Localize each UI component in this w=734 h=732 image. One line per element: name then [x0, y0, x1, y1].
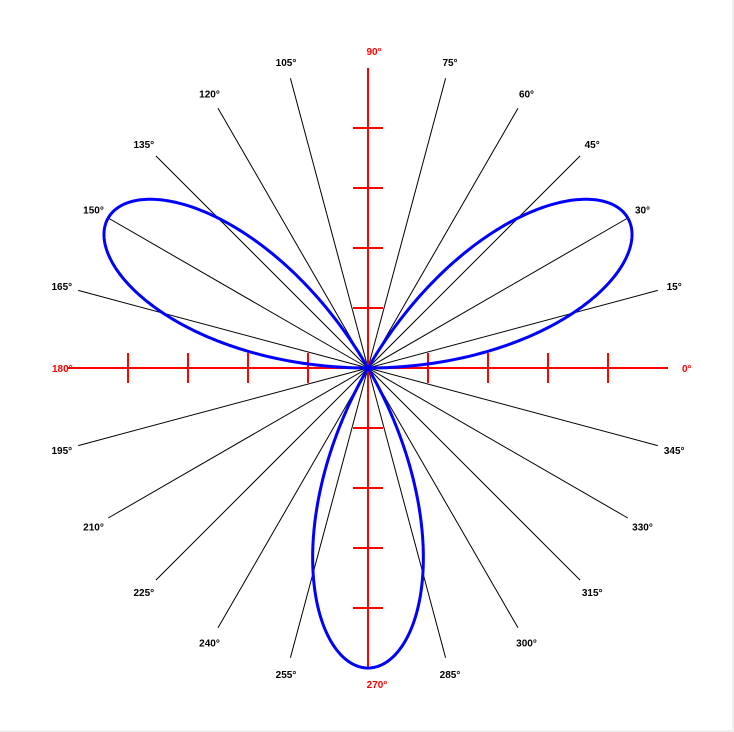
spoke-45: [367, 155, 581, 369]
spoke-105: [289, 78, 369, 369]
spoke-120: [217, 107, 369, 369]
spoke-330: [367, 367, 629, 519]
spoke-15: [367, 289, 658, 369]
spoke-60: [367, 107, 519, 369]
angle-label-240: 240°: [199, 639, 220, 650]
angle-label-60: 60°: [519, 90, 534, 101]
angle-label-30: 30°: [635, 206, 650, 217]
spoke-150: [107, 217, 369, 369]
spoke-285: [367, 367, 447, 658]
angle-label-285: 285°: [440, 670, 461, 681]
frame-right-edge: [732, 0, 734, 732]
spoke-75: [367, 78, 447, 369]
spoke-210: [107, 367, 369, 519]
spoke-30: [367, 217, 629, 369]
angle-label-345: 345°: [664, 446, 685, 457]
frame-bottom-edge: [0, 730, 734, 732]
angle-label-330: 330°: [632, 523, 653, 534]
spoke-165: [78, 289, 369, 369]
angle-label-210: 210°: [83, 523, 104, 534]
angle-label-270: 270°: [367, 680, 388, 691]
angle-label-180: 180°: [52, 364, 73, 375]
spoke-345: [367, 367, 658, 447]
angle-label-135: 135°: [133, 140, 154, 151]
angle-label-255: 255°: [276, 670, 297, 681]
angle-label-225: 225°: [133, 588, 154, 599]
angle-label-120: 120°: [199, 90, 220, 101]
angle-label-165: 165°: [51, 282, 72, 293]
axis-ticks: [127, 127, 609, 609]
radial-grid-lines: [78, 78, 658, 658]
angle-label-300: 300°: [516, 639, 537, 650]
angle-label-195: 195°: [51, 446, 72, 457]
angle-label-150: 150°: [83, 206, 104, 217]
angle-label-0: 0°: [682, 364, 692, 375]
spoke-135: [155, 155, 369, 369]
angle-label-90: 90°: [366, 47, 381, 58]
spoke-195: [78, 367, 369, 447]
spoke-300: [367, 367, 519, 629]
spoke-255: [289, 367, 369, 658]
angle-label-315: 315°: [582, 588, 603, 599]
rose-curve: [102, 197, 634, 670]
spoke-315: [367, 367, 581, 581]
angle-label-75: 75°: [442, 58, 457, 69]
angle-labels: 0° 15° 30° 45° 60° 75° 90° 105° 120° 135° 150° 165°…: [51, 47, 691, 691]
curve-series: [102, 197, 634, 670]
angle-label-45: 45°: [585, 140, 600, 151]
spoke-225: [155, 367, 369, 581]
angle-label-15: 15°: [667, 282, 682, 293]
angle-label-105: 105°: [276, 58, 297, 69]
spoke-240: [217, 367, 369, 629]
